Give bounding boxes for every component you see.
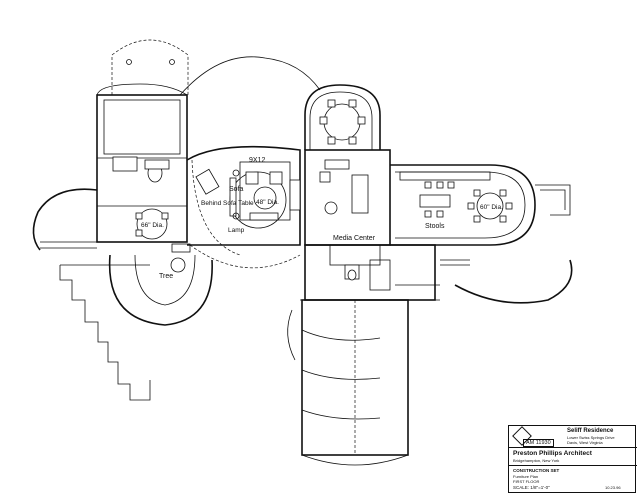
top-arch-bay — [111, 39, 189, 95]
drawing-date: 10.23.96 — [605, 485, 621, 490]
title-block: AM 11930 Seliff Residence Lower Swiss Sp… — [508, 425, 637, 493]
floor-name: FIRST FLOOR — [513, 479, 540, 484]
label-behind-sofa-table: Behind Sofa Table — [201, 200, 254, 207]
project-name: Seliff Residence — [567, 428, 614, 434]
label-lamp: Lamp — [228, 227, 245, 234]
garage — [287, 299, 409, 466]
project-location-line: Davis, West Virginia — [567, 440, 603, 445]
kitchen-wing — [390, 164, 536, 246]
drawing-scale: SCALE: 1/8"=1'-0" — [513, 485, 550, 490]
dining-table-right — [467, 189, 513, 223]
label-tree: Tree — [159, 273, 173, 280]
label-media-center: Media Center — [333, 235, 376, 242]
project-address-line: Lower Swiss Springs Drive — [567, 435, 615, 440]
sheet-subtitle: Furniture Plan — [513, 474, 539, 479]
front-entry-arc — [189, 244, 301, 269]
sheet-title: CONSTRUCTION SET — [513, 468, 560, 473]
utility-rooms — [300, 244, 440, 301]
left-deck-curve — [32, 188, 98, 251]
left-wing-walls — [96, 83, 188, 243]
architect-location: Bridgehampton, New York — [513, 458, 560, 463]
living-furniture — [195, 168, 301, 221]
sink-counter — [112, 156, 138, 172]
label-round-table-left: 66" Dia. — [141, 222, 164, 229]
architect-name: Preston Phillips Architect — [513, 450, 592, 457]
label-round-table-right: 60" Dia. — [480, 204, 503, 211]
label-stools: Stools — [425, 223, 445, 230]
upper-tower — [304, 84, 381, 150]
title-block-header: AM 11930 Seliff Residence Lower Swiss Sp… — [509, 426, 637, 448]
title-block-sheet-info: CONSTRUCTION SET Furniture Plan FIRST FL… — [509, 466, 637, 492]
tree-planter — [108, 243, 213, 326]
label-coffee-table-dia: 48" Dia. — [256, 199, 279, 206]
label-sofa: Sofa — [229, 186, 244, 193]
upper-living-arc — [179, 56, 321, 96]
title-block-architect: Preston Phillips Architect Bridgehampton… — [509, 448, 637, 466]
right-deck — [440, 184, 573, 304]
exterior-stair — [59, 265, 151, 401]
kitchen-island — [419, 194, 451, 208]
center-section-walls — [304, 149, 391, 266]
label-rug-size: 9X12 — [249, 157, 265, 164]
dining-table-left — [135, 208, 169, 240]
drawing-number: AM 11930 — [523, 439, 554, 447]
